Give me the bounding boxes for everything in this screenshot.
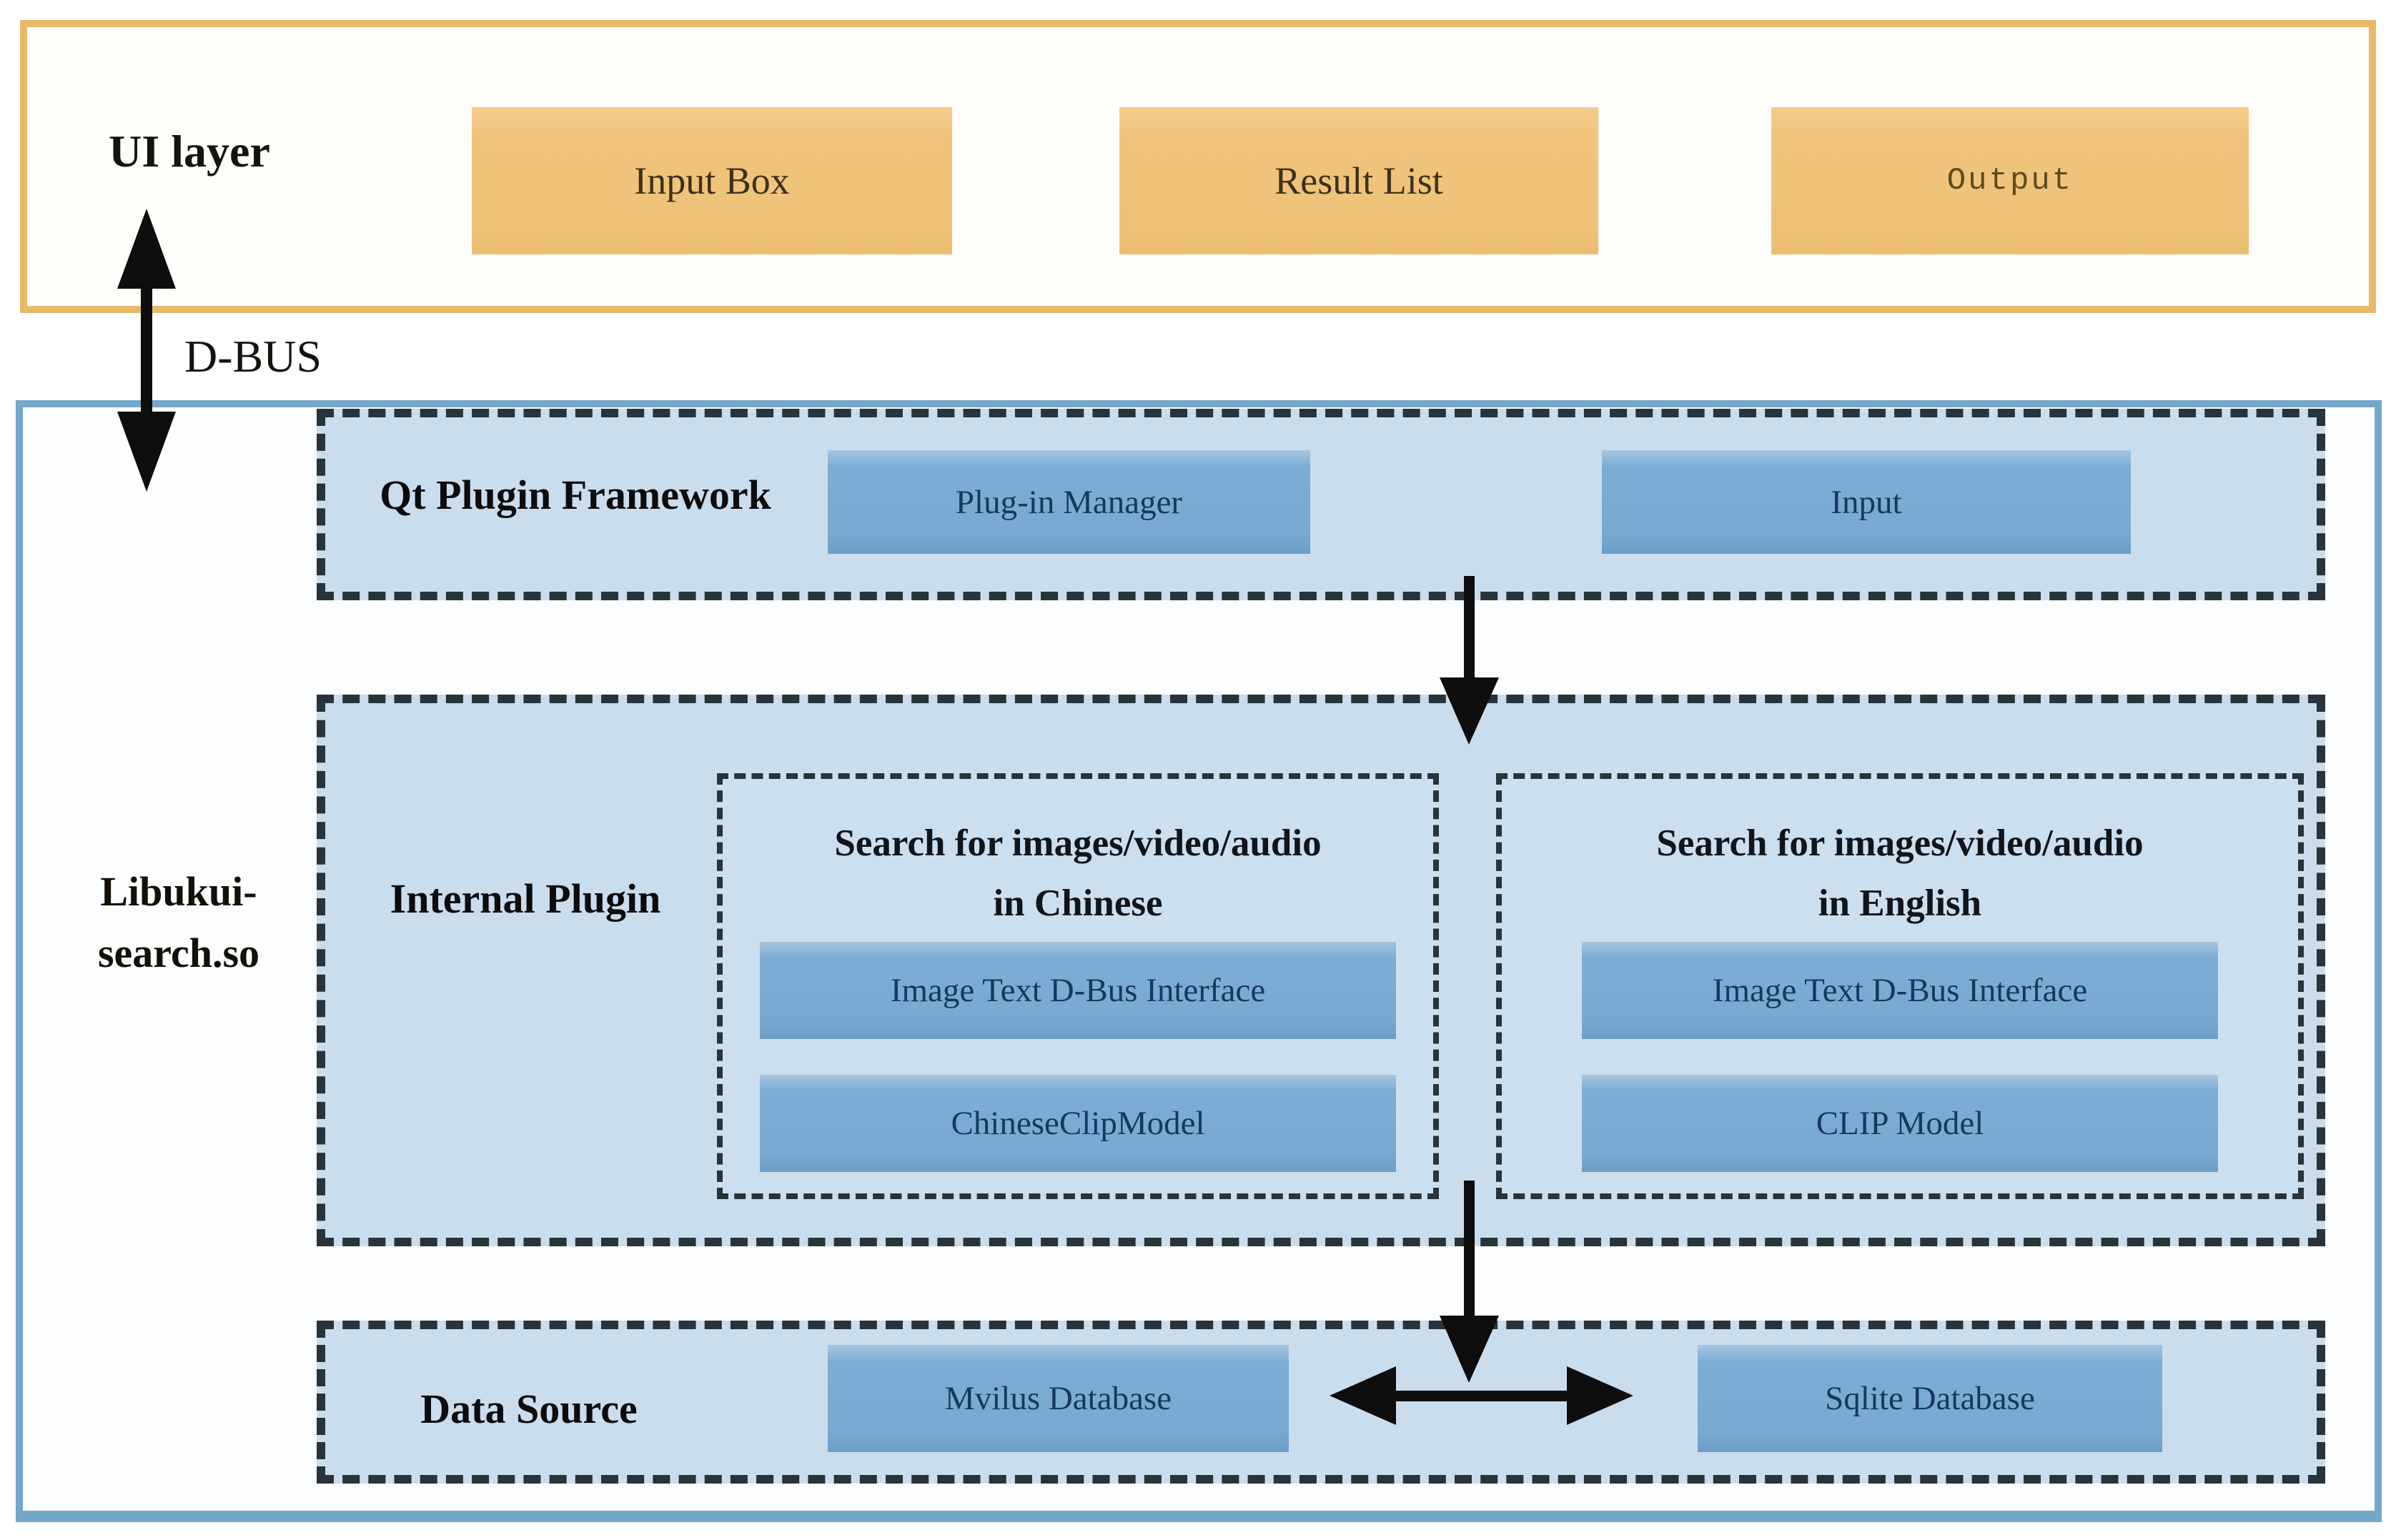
mvilus-database-label: Mvilus Database: [944, 1380, 1172, 1417]
chinese-search-title: Search for images/video/audio in Chinese: [730, 813, 1426, 933]
libukui-label-line2: search.so: [97, 930, 260, 976]
sqlite-database-label: Sqlite Database: [1825, 1380, 2035, 1417]
image-text-dbus-interface-box-chinese: Image Text D-Bus Interface: [760, 942, 1396, 1039]
english-search-title: Search for images/video/audio in English: [1509, 813, 2291, 933]
result-list-label: Result List: [1274, 159, 1443, 202]
qt-plugin-framework-label: Qt Plugin Framework: [380, 472, 771, 518]
chineseclipmodel-box: ChineseClipModel: [760, 1075, 1396, 1172]
qt-plugin-framework-box: Qt Plugin Framework Plug-in Manager Inpu…: [317, 409, 2325, 600]
image-text-dbus-interface-label-english: Image Text D-Bus Interface: [1712, 972, 2088, 1009]
result-list-chip: Result List: [1119, 107, 1598, 254]
input-box-chip: Input Box: [472, 107, 952, 254]
chinese-search-title-line2: in Chinese: [993, 883, 1163, 924]
input-box-label: Input Box: [634, 159, 790, 202]
data-source-box: Data Source Mvilus Database Sqlite Datab…: [317, 1321, 2325, 1484]
internal-plugin-label: Internal Plugin: [390, 875, 661, 922]
plug-in-manager-box: Plug-in Manager: [828, 450, 1310, 554]
output-chip: Output: [1771, 107, 2249, 254]
image-text-dbus-interface-label-chinese: Image Text D-Bus Interface: [890, 972, 1266, 1009]
sqlite-database-box: Sqlite Database: [1698, 1345, 2162, 1452]
libukui-search-label: Libukui- search.so: [43, 861, 315, 984]
input-plugin-label: Input: [1831, 483, 1902, 521]
chinese-search-subbox: Search for images/video/audio in Chinese…: [717, 773, 1439, 1199]
english-search-subbox: Search for images/video/audio in English…: [1496, 773, 2304, 1199]
data-source-label: Data Source: [420, 1386, 638, 1432]
libukui-label-line1: Libukui-: [100, 868, 257, 915]
mvilus-database-box: Mvilus Database: [828, 1345, 1289, 1452]
chinese-search-title-line1: Search for images/video/audio: [834, 823, 1322, 864]
english-search-title-line2: in English: [1818, 883, 1982, 924]
output-label: Output: [1946, 163, 2074, 199]
ui-layer-label: UI layer: [109, 126, 270, 177]
dbus-label: D-BUS: [184, 331, 322, 382]
plug-in-manager-label: Plug-in Manager: [955, 483, 1183, 521]
input-plugin-box: Input: [1602, 450, 2131, 554]
image-text-dbus-interface-box-english: Image Text D-Bus Interface: [1582, 942, 2218, 1039]
chineseclipmodel-label: ChineseClipModel: [951, 1105, 1205, 1142]
clip-model-label: CLIP Model: [1816, 1105, 1984, 1142]
clip-model-box: CLIP Model: [1582, 1075, 2218, 1172]
internal-plugin-box: Internal Plugin Search for images/video/…: [317, 695, 2325, 1246]
english-search-title-line1: Search for images/video/audio: [1656, 823, 2144, 864]
